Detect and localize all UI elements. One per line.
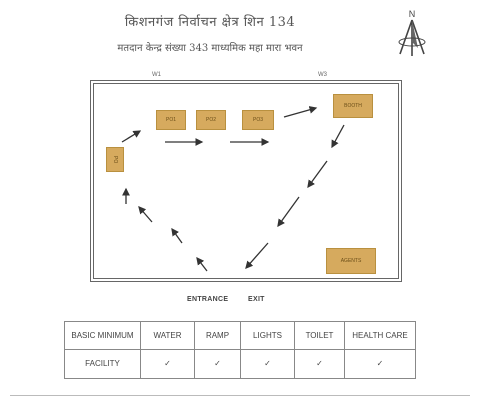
arrow-10 — [307, 160, 328, 189]
table-header-row: BASIC MINIMUM WATER RAMP LIGHTS TOILET H… — [64, 321, 416, 350]
arrow-12 — [245, 242, 269, 269]
header-title: किशनगंज निर्वाचन क्षेत्र शिन 134 — [124, 15, 296, 30]
exit-label: EXIT — [248, 296, 265, 303]
hall-outline — [90, 80, 402, 282]
check-mark-icon: ✓ — [344, 349, 416, 379]
column-header-health-care: HEALTH CARE — [344, 321, 416, 350]
polling-officer-box-2: PO2 — [196, 110, 226, 130]
corner-label-right: W3 — [318, 72, 327, 78]
check-mark-icon: ✓ — [294, 349, 345, 379]
column-header-lights: LIGHTS — [240, 321, 295, 350]
polling-officer-box-1: PO1 — [156, 110, 186, 130]
bottom-divider — [10, 395, 470, 396]
column-header-toilet: TOILET — [294, 321, 345, 350]
arrow-9 — [331, 124, 345, 149]
column-header-water: WATER — [140, 321, 195, 350]
check-mark-icon: ✓ — [140, 349, 195, 379]
header-subtitle: मतदान केन्द्र संख्या 343 माध्यमिक महा मा… — [117, 43, 303, 54]
column-header-ramp: RAMP — [194, 321, 241, 350]
basic-minimum-header: BASIC MINIMUM — [64, 321, 141, 350]
polling-officer-box-4: PO — [106, 147, 124, 172]
agents-box: AGENTS — [326, 248, 376, 274]
booth-box: BOOTH — [333, 94, 373, 118]
polling-officer-box-3: PO3 — [242, 110, 274, 130]
check-mark-icon: ✓ — [194, 349, 241, 379]
compass-letter: N — [409, 9, 416, 19]
facility-table: BASIC MINIMUM WATER RAMP LIGHTS TOILET H… — [64, 321, 416, 379]
arrow-5 — [121, 130, 142, 143]
arrow-3 — [138, 206, 153, 223]
entrance-label: ENTRANCE — [187, 296, 229, 303]
arrow-8 — [283, 106, 318, 118]
arrow-1 — [196, 256, 208, 272]
arrow-2 — [171, 227, 183, 244]
table-row: FACILITY ✓ ✓ ✓ ✓ ✓ — [64, 349, 416, 379]
north-compass-icon: N — [392, 8, 432, 60]
facility-row-label: FACILITY — [64, 349, 141, 379]
arrow-11 — [277, 196, 300, 228]
check-mark-icon: ✓ — [240, 349, 295, 379]
corner-label-left: W1 — [152, 72, 161, 78]
